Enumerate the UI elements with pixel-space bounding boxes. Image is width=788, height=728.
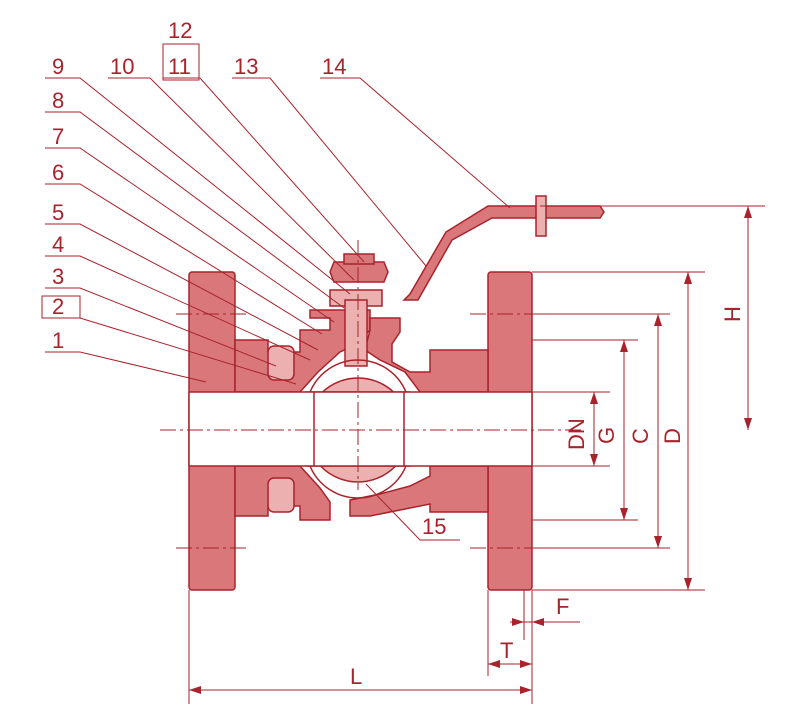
handle-lever (402, 205, 605, 301)
dim-label-l: L (350, 664, 362, 689)
part-label-5: 5 (52, 200, 64, 225)
leader-lines (41, 43, 511, 541)
part-label-10: 10 (110, 54, 134, 79)
handle-grip (535, 195, 547, 237)
part-label-6: 6 (52, 160, 64, 185)
dimension-lines (188, 205, 765, 704)
part-label-2: 2 (52, 294, 64, 319)
nut-top (343, 253, 375, 265)
part-label-1: 1 (52, 328, 64, 353)
part-label-3: 3 (52, 264, 64, 289)
bolt-lower (267, 477, 295, 513)
stem (344, 299, 368, 367)
dimension-labels: DN G C D H L T F (350, 306, 745, 689)
arrowheads (189, 206, 752, 694)
dim-label-f: F (556, 594, 569, 619)
dim-label-g: G (594, 427, 619, 444)
dim-label-c: C (628, 428, 653, 444)
body-upper-right (364, 317, 489, 393)
part-label-11: 11 (168, 54, 191, 79)
part-label-8: 8 (52, 88, 64, 113)
dim-label-d: D (660, 428, 685, 444)
dim-label-t: T (500, 638, 513, 663)
bore (188, 391, 533, 467)
dim-label-dn: DN (564, 418, 589, 450)
part-numbers: 1 2 3 4 5 6 7 8 9 10 11 12 13 14 15 (52, 18, 446, 539)
part-label-13: 13 (234, 54, 258, 79)
part-label-14: 14 (322, 54, 346, 79)
stem-nut (329, 261, 389, 283)
part-label-7: 7 (52, 124, 64, 149)
part-label-15: 15 (422, 514, 446, 539)
dim-label-h: H (720, 306, 745, 322)
part-label-9: 9 (52, 54, 64, 79)
part-label-12: 12 (168, 18, 192, 43)
part-label-4: 4 (52, 232, 64, 257)
